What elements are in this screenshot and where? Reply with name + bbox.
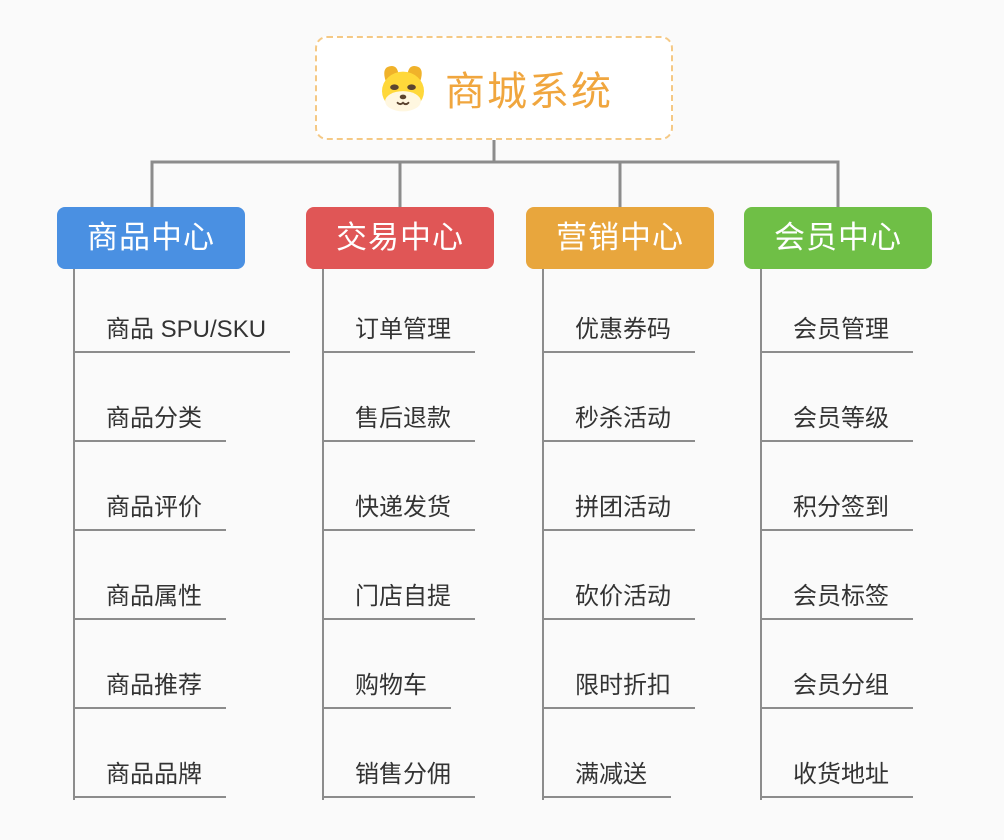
topic-item[interactable]: 秒杀活动 — [542, 404, 695, 442]
topic-item[interactable]: 商品属性 — [73, 582, 226, 620]
topic-item[interactable]: 商品推荐 — [73, 671, 226, 709]
branch-trunk-line — [322, 269, 324, 800]
branch-node-member-center[interactable]: 会员中心 — [744, 207, 932, 269]
topic-item[interactable]: 销售分佣 — [322, 760, 475, 798]
topic-item[interactable]: 会员等级 — [760, 404, 913, 442]
root-node[interactable]: 商城系统 — [315, 36, 673, 140]
branch-node-product-center[interactable]: 商品中心 — [57, 207, 245, 269]
topic-item[interactable]: 订单管理 — [322, 315, 475, 353]
topic-item[interactable]: 满减送 — [542, 760, 671, 798]
topic-item[interactable]: 快递发货 — [322, 493, 475, 531]
topic-item[interactable]: 会员分组 — [760, 671, 913, 709]
branch-node-marketing-center[interactable]: 营销中心 — [526, 207, 714, 269]
branch-trunk-line — [542, 269, 544, 800]
topic-item[interactable]: 购物车 — [322, 671, 451, 709]
dog-face-icon — [375, 62, 431, 114]
topic-item[interactable]: 拼团活动 — [542, 493, 695, 531]
root-branch-connectors — [150, 138, 840, 209]
topic-item[interactable]: 积分签到 — [760, 493, 913, 531]
topic-item[interactable]: 商品品牌 — [73, 760, 226, 798]
branch-trunk-line — [73, 269, 75, 800]
topic-item[interactable]: 商品评价 — [73, 493, 226, 531]
topic-item[interactable]: 优惠券码 — [542, 315, 695, 353]
topic-item[interactable]: 售后退款 — [322, 404, 475, 442]
topic-item[interactable]: 限时折扣 — [542, 671, 695, 709]
branch-node-trade-center[interactable]: 交易中心 — [306, 207, 494, 269]
root-title: 商城系统 — [445, 70, 613, 114]
topic-item[interactable]: 会员标签 — [760, 582, 913, 620]
topic-item[interactable]: 砍价活动 — [542, 582, 695, 620]
topic-item[interactable]: 门店自提 — [322, 582, 475, 620]
topic-item[interactable]: 商品分类 — [73, 404, 226, 442]
topic-item[interactable]: 商品 SPU/SKU — [73, 315, 291, 353]
topic-item[interactable]: 收货地址 — [760, 760, 913, 798]
topic-item[interactable]: 会员管理 — [760, 315, 913, 353]
branch-trunk-line — [760, 269, 762, 800]
